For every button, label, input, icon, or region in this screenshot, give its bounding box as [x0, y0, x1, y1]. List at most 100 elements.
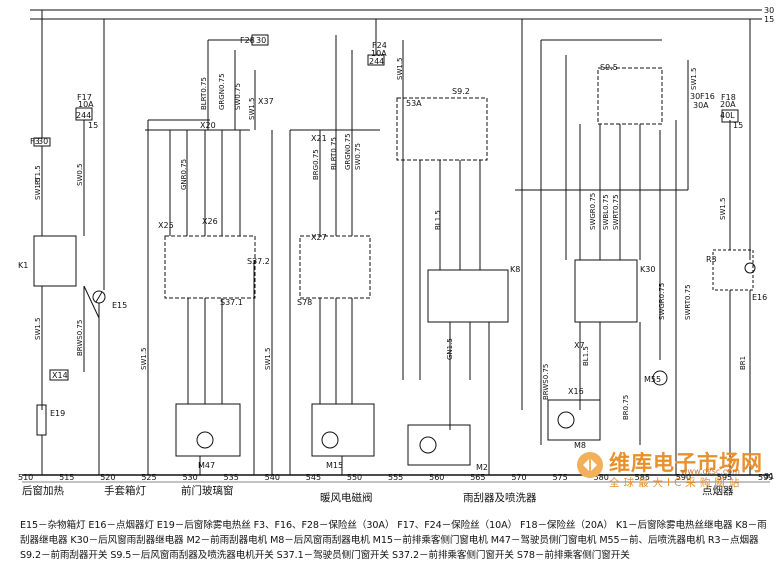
wire-code-label: RT1.5 — [34, 165, 42, 185]
comp-m8: M8 — [574, 441, 586, 450]
caption-wiper-washer: 雨刮器及喷洗器 — [463, 491, 537, 504]
comp-x21: X21 — [311, 134, 327, 143]
comp-s9-5: S9.5 — [600, 63, 618, 72]
wire-code-label: GN1.5 — [446, 338, 454, 360]
wire-code-label: SW1.5 — [719, 198, 727, 221]
scale-tick-label: 585 — [635, 473, 650, 482]
scale-tick-label: 525 — [141, 473, 156, 482]
wire-code-label: BLRT0.75 — [200, 77, 208, 110]
scale-tick-label: 550 — [347, 473, 362, 482]
rail-label-15: 15 — [764, 15, 774, 24]
comp-m47: M47 — [198, 461, 215, 470]
scale-tick-label: 590 — [676, 473, 691, 482]
fuse-f3-name: F3 — [30, 137, 40, 146]
fuse-f17-name: F17 — [77, 93, 92, 102]
scale-tick-label: 580 — [594, 473, 609, 482]
wire-code-label: SW1.5 — [690, 68, 698, 91]
rail-label-30: 30 — [764, 6, 774, 15]
fuse-f3-amp: 30 — [38, 137, 48, 146]
caption-front-window: 前门玻璃窗 — [181, 484, 234, 497]
comp-x7: X7 — [574, 341, 585, 350]
wire-code-label: BRWS0.75 — [542, 364, 550, 400]
comp-e15: E15 — [112, 301, 127, 310]
caption-heater-valve: 暖风电磁阀 — [320, 491, 373, 504]
wire-code-label: SWGR0.75 — [658, 283, 666, 320]
fuse-f16-name: F16 — [700, 92, 715, 101]
wire-code-label: SWGR0.75 — [589, 193, 597, 230]
fuse-f17-rail: 244 — [76, 111, 91, 120]
caption-cigar-lighter: 点烟器 — [702, 484, 734, 497]
watermark-url: www.dzsc.com — [681, 467, 740, 476]
fuse-f16-amp2: 30A — [693, 101, 709, 110]
fuse-f24-name: F24 — [372, 41, 387, 50]
scale-tick-label: 515 — [59, 473, 74, 482]
comp-x26: X26 — [202, 217, 218, 226]
wire-code-label: SW1.5 — [264, 348, 272, 371]
scale-tick-label: 545 — [306, 473, 321, 482]
comp-e16: E16 — [752, 293, 767, 302]
wire-code-label: SWRT0.75 — [684, 284, 692, 320]
fuse-f18-rail: 40L — [720, 111, 735, 120]
comp-x16: X16 — [568, 387, 584, 396]
comp-x37: X37 — [258, 97, 274, 106]
comp-x14: X14 — [52, 371, 68, 380]
fuse-f18-amp: 20A — [720, 100, 736, 109]
fuse-f28-name: F28 — [240, 36, 255, 45]
watermark: 维库电子市场网 www.dzsc.com 全球最大IC采购网站 — [573, 447, 773, 495]
wire-code-label: BL1.5 — [434, 210, 442, 230]
fuse-f18-pin: 15 — [733, 121, 743, 130]
fuse-f16-amp: 30 — [690, 92, 700, 101]
comp-s9-2: S9.2 — [452, 87, 470, 96]
wire-code-label: GRGN0.75 — [344, 133, 352, 170]
wire-code-label: BLRT0.75 — [330, 137, 338, 170]
comp-r3: R3 — [706, 255, 717, 264]
wire-code-label: BR0.75 — [622, 395, 630, 420]
wire-code-label: SW0.75 — [354, 143, 362, 170]
wire-code-label: SWRT0.75 — [612, 194, 620, 230]
wire-code-label: SW0.75 — [234, 83, 242, 110]
scale-tick-label: 599 — [758, 473, 773, 482]
fuse-f28-amp: 30 — [256, 36, 266, 45]
watermark-brand: 维库电子市场网 — [609, 451, 763, 475]
wire-code-label: SW0.5 — [76, 164, 84, 187]
comp-x25: X25 — [158, 221, 174, 230]
scale-tick-label: 565 — [470, 473, 485, 482]
wire-code-label: BRWS0.75 — [76, 320, 84, 356]
scale-tick-label: 555 — [388, 473, 403, 482]
comp-s37-1: S37.1 — [220, 298, 243, 307]
scale-tick-label: 530 — [182, 473, 197, 482]
comp-k1: K1 — [18, 261, 28, 270]
comp-m55: M55 — [644, 375, 661, 384]
comp-x27: X27 — [311, 233, 327, 242]
fuse-f17-pin: 15 — [88, 121, 98, 130]
scale-tick-label: 520 — [100, 473, 115, 482]
legend-text: E15－杂物箱灯 E16－点烟器灯 E19－后窗除雾电热丝 F3、F16、F28… — [20, 520, 767, 561]
brand-logo-icon — [577, 452, 603, 478]
fuse-f17-amp: 10A — [78, 100, 94, 109]
comp-e19: E19 — [50, 409, 65, 418]
comp-m15: M15 — [326, 461, 343, 470]
comp-x20: X20 — [200, 121, 216, 130]
wire-code-label: SW1.5 — [140, 348, 148, 371]
scale-tick-label: 560 — [429, 473, 444, 482]
watermark-tagline: 全球最大IC采购网站 — [609, 477, 744, 489]
wire-code-label: SW1.5 — [396, 58, 404, 81]
rail-label-31: 31 — [764, 472, 774, 481]
wire-code-label: BR1 — [739, 356, 747, 370]
scale-tick-label: 575 — [552, 473, 567, 482]
wire-code-label: SW1.5 — [34, 178, 42, 201]
scale-tick-label: 570 — [511, 473, 526, 482]
scale-tick-label: 595 — [717, 473, 732, 482]
wire-code-label: GRGN0.75 — [218, 73, 226, 110]
comp-s78: S78 — [297, 298, 312, 307]
wire-code-label: SW1.5 — [248, 98, 256, 121]
wire-code-label: BRG0.75 — [312, 149, 320, 180]
fuse-f24-rail: 244 — [369, 57, 384, 66]
wire-code-label: SWBL0.75 — [602, 194, 610, 230]
comp-m2: M2 — [476, 463, 488, 472]
comp-s53a: 53A — [406, 99, 422, 108]
scale-tick-label: 535 — [224, 473, 239, 482]
fuse-f18-name: F18 — [721, 93, 736, 102]
fuse-f24-amp: 10A — [371, 49, 387, 58]
